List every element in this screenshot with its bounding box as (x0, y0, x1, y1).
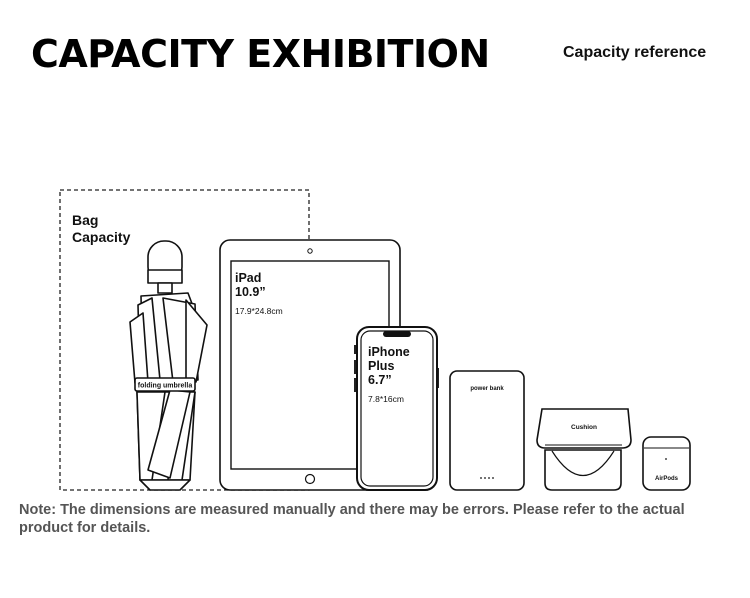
bag-label-line2: Capacity (72, 229, 131, 245)
iphone-name-line1: iPhone (368, 345, 410, 359)
iphone-name-line3: 6.7” (368, 373, 392, 387)
umbrella-label: folding umbrella (138, 383, 193, 390)
ipad-name-line1: iPad (235, 271, 261, 285)
iphone-name-line2: Plus (368, 359, 394, 373)
bag-label-line1: Bag (72, 212, 98, 228)
ipad-name-line2: 10.9” (235, 285, 266, 299)
airpods-label: AirPods (655, 476, 679, 482)
capacity-reference-label: Capacity reference (563, 44, 707, 61)
cushion-icon (536, 408, 632, 491)
power-bank-icon (449, 370, 525, 491)
page-title: CAPACITY EXHIBITION (31, 32, 490, 76)
umbrella-icon (129, 240, 208, 491)
airpods-icon (642, 436, 691, 491)
iphone-size: 7.8*16cm (368, 394, 404, 404)
cushion-label: Cushion (571, 424, 597, 431)
iphone-icon (354, 326, 439, 491)
power-bank-label: power bank (470, 386, 504, 392)
disclaimer-note: Note: The dimensions are measured manual… (19, 502, 685, 536)
ipad-size: 17.9*24.8cm (235, 306, 283, 316)
